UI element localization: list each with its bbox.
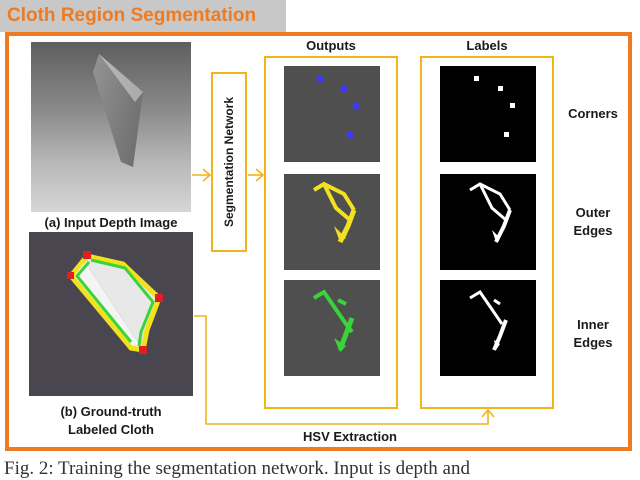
- row-label-outer-edges: Outer Edges: [558, 205, 628, 238]
- output-corners-marks: [316, 75, 360, 139]
- label-corners-marks: [474, 76, 515, 137]
- ground-truth-label-line1: (b) Ground-truth: [60, 404, 162, 419]
- label-corners-panel: [440, 66, 536, 162]
- outputs-title: Outputs: [306, 38, 356, 53]
- label-inner-edges-marks: [469, 289, 508, 351]
- row-label-inner-edges: Inner Edges: [558, 317, 628, 350]
- row-label-outer-line2: Edges: [573, 223, 613, 238]
- outputs-frame: [264, 56, 398, 409]
- output-corners-panel: [284, 66, 380, 162]
- labels-frame: [420, 56, 554, 409]
- input-depth-image: [31, 42, 191, 212]
- output-inner-edges-marks: [312, 289, 355, 352]
- labeled-cloth-shape: [67, 251, 163, 354]
- output-outer-edges-marks: [312, 181, 357, 244]
- depth-cloth-shape: [93, 54, 143, 167]
- row-label-corners: Corners: [558, 106, 628, 121]
- label-inner-edges-panel: [440, 280, 536, 376]
- output-outer-edges-panel: [284, 174, 380, 270]
- row-label-corners-line1: Corners: [568, 106, 618, 121]
- label-outer-edges-marks: [469, 182, 512, 243]
- label-outer-edges-panel: [440, 174, 536, 270]
- ground-truth-label-line2: Labeled Cloth: [68, 422, 154, 437]
- input-depth-label: (a) Input Depth Image: [44, 215, 178, 230]
- segmentation-network-box: Segmentation Network: [211, 72, 247, 252]
- figure-header: Cloth Region Segmentation: [0, 0, 286, 32]
- row-label-outer-line1: Outer: [575, 205, 611, 220]
- ground-truth-image: [29, 232, 193, 396]
- diagram-frame: [5, 32, 632, 451]
- labels-title: Labels: [466, 38, 508, 53]
- figure-caption: Fig. 2: Training the segmentation networ…: [4, 458, 470, 479]
- row-label-inner-line1: Inner: [577, 317, 609, 332]
- hsv-extraction-label: HSV Extraction: [303, 429, 397, 444]
- row-label-inner-line2: Edges: [573, 335, 613, 350]
- output-inner-edges-panel: [284, 280, 380, 376]
